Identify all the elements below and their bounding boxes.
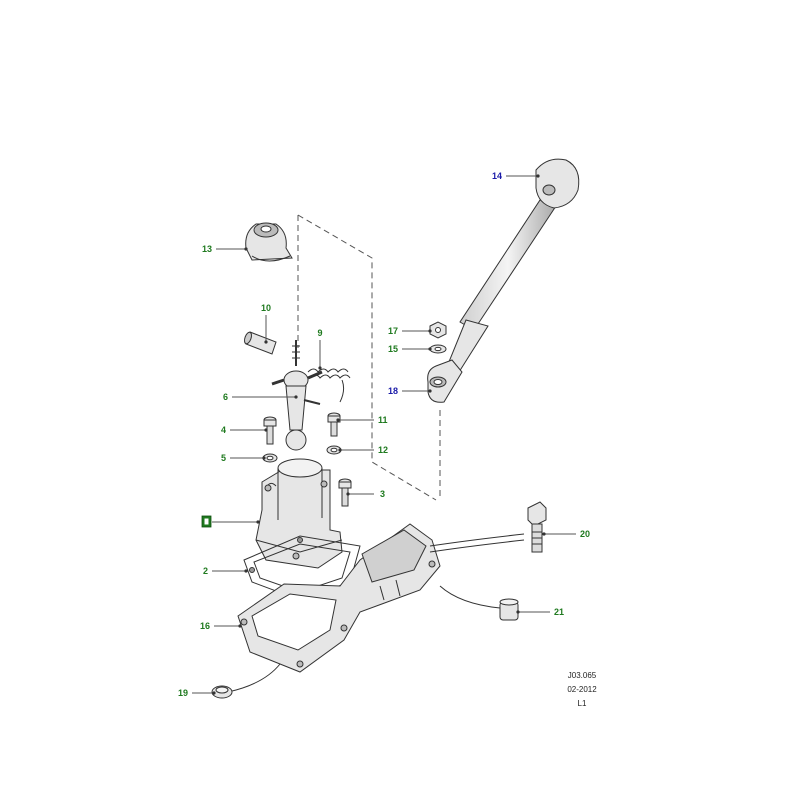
part-11-bolt <box>327 412 341 437</box>
part-20-long-bolt <box>527 501 547 553</box>
part-3-bolt <box>338 478 352 507</box>
part-10-pin <box>244 331 277 355</box>
callout-14[interactable]: 14 <box>492 171 502 181</box>
part-19-plug <box>211 685 233 699</box>
leader-lines <box>192 175 576 694</box>
part-9-spring <box>307 368 351 403</box>
part-17-nut <box>429 321 447 339</box>
info-marker-icon[interactable] <box>201 515 212 528</box>
callout-4[interactable]: 4 <box>221 425 226 435</box>
callout-6[interactable]: 6 <box>223 392 228 402</box>
part-14-shift-knob <box>443 158 580 381</box>
part-15-washer <box>429 344 447 354</box>
cable-lines <box>227 533 525 693</box>
callout-1[interactable]: 1 <box>204 517 209 527</box>
callout-11[interactable]: 11 <box>378 415 388 425</box>
callout-21[interactable]: 21 <box>554 607 564 617</box>
drawing-date: 02-2012 <box>567 685 597 694</box>
callout-15[interactable]: 15 <box>388 344 398 354</box>
part-4-bolt <box>263 416 277 445</box>
part-5-washer <box>262 453 278 463</box>
callout-20[interactable]: 20 <box>580 529 590 539</box>
callout-10[interactable]: 10 <box>261 303 271 313</box>
assembly-guide-dashed <box>297 214 441 501</box>
callout-19[interactable]: 19 <box>178 688 188 698</box>
part-18-rod-end <box>427 359 463 403</box>
callout-12[interactable]: 12 <box>378 445 388 455</box>
callout-18[interactable]: 18 <box>388 386 398 396</box>
part-6-lever-lower <box>271 340 323 451</box>
callout-labels: 13 10 9 6 4 5 11 12 3 2 16 19 14 17 15 1… <box>178 171 590 698</box>
callout-3[interactable]: 3 <box>380 489 385 499</box>
part-16-base <box>237 523 441 673</box>
callout-16[interactable]: 16 <box>200 621 210 631</box>
callout-13[interactable]: 13 <box>202 244 212 254</box>
callout-5[interactable]: 5 <box>221 453 226 463</box>
part-21-sleeve <box>499 598 519 621</box>
callout-2[interactable]: 2 <box>203 566 208 576</box>
part-1-housing <box>255 458 343 569</box>
leader-dots <box>212 174 546 695</box>
drawing-reference-code: J03.065 <box>567 671 597 680</box>
callout-9[interactable]: 9 <box>317 328 322 338</box>
drawing-level: L1 <box>577 699 587 708</box>
part-13-gaiter <box>245 222 293 262</box>
callout-17[interactable]: 17 <box>388 326 398 336</box>
